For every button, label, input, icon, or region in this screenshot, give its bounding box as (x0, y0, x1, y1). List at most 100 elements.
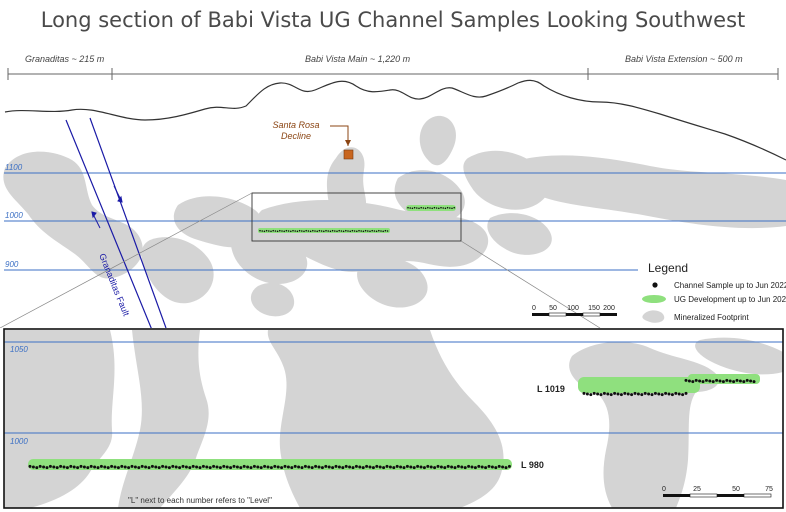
channel-sample-dot (745, 378, 749, 382)
channel-sample-dot (420, 206, 423, 209)
channel-sample-dot (708, 379, 712, 383)
channel-sample-dot (62, 465, 66, 469)
channel-sample-dot (235, 465, 239, 469)
channel-sample-dot (609, 393, 613, 397)
channel-sample-dot (259, 229, 261, 232)
channel-sample-dot (99, 464, 103, 468)
channel-sample-dot (342, 230, 345, 233)
channel-sample-dot (229, 466, 233, 470)
channel-sample-dot (409, 207, 412, 209)
channel-sample-dot (749, 379, 753, 383)
channel-sample-dot (120, 464, 124, 468)
scale-bar-lower: 0 25 50 75 (662, 486, 773, 498)
channel-sample-dot (380, 230, 382, 232)
channel-sample-dot (463, 466, 467, 470)
channel-sample-dot (470, 465, 474, 469)
channel-sample-dot (684, 378, 688, 382)
channel-sample-dot (364, 229, 367, 232)
channel-sample-dot (154, 465, 158, 469)
channel-sample-dot (276, 230, 279, 233)
level-1100-upper: 1100 (5, 163, 23, 172)
channel-sample-dot (732, 380, 736, 384)
channel-sample-dot (419, 465, 423, 469)
channel-sample-dot (443, 466, 447, 470)
channel-sample-dot (167, 466, 171, 470)
channel-sample-dot (446, 464, 450, 468)
granaditas-fault (65, 117, 167, 328)
channel-sample-dot (272, 229, 275, 232)
channel-samples-lower (28, 378, 756, 470)
channel-sample-dot (316, 230, 319, 233)
channel-sample-dot (331, 466, 335, 470)
channel-sample-dot (636, 392, 640, 396)
channel-sample-dot (453, 466, 457, 470)
channel-sample-dot (147, 466, 151, 470)
channel-sample-dot (113, 465, 117, 469)
channel-sample-dot (442, 207, 445, 209)
channel-sample-dot (473, 466, 477, 470)
channel-sample-dot (449, 207, 451, 209)
channel-sample-dot (195, 465, 199, 469)
channel-sample-dot (392, 466, 396, 470)
channel-sample-dot (619, 393, 623, 397)
channel-sample-dot (431, 207, 434, 210)
channel-sample-dot (585, 392, 589, 396)
channel-sample-dot (375, 464, 379, 468)
channel-sample-dot (305, 229, 308, 232)
channel-sample-dot (239, 466, 243, 470)
channel-sample-dot (721, 380, 725, 384)
channel-sample-dot (242, 464, 246, 468)
zone-extent-bar (7, 68, 779, 80)
channel-sample-dot (300, 466, 304, 470)
channel-sample-dot (424, 207, 427, 210)
channel-sample-dot (494, 466, 498, 470)
channel-sample-dot (334, 230, 336, 232)
channel-sample-dot (283, 230, 286, 233)
channel-sample-dot (263, 464, 267, 468)
channel-sample-dot (650, 393, 654, 397)
channel-sample-dot (369, 230, 371, 233)
level-label-l980: L 980 (521, 460, 544, 470)
mineralized-footprint-lower (4, 330, 783, 508)
channel-sample-dot (225, 465, 229, 469)
channel-sample-dot (72, 465, 76, 469)
channel-sample-dot (96, 466, 100, 470)
channel-sample-dot (667, 392, 671, 396)
channel-sample-dot (386, 230, 389, 232)
channel-sample-dot (360, 230, 363, 232)
channel-sample-dot (279, 229, 281, 232)
channel-sample-dot (320, 466, 324, 470)
channel-sample-dot (309, 230, 312, 233)
channel-sample-dot (490, 465, 494, 469)
channel-sample-dot (358, 465, 362, 469)
channel-sample-dot (402, 466, 406, 470)
channel-sample-dot (323, 230, 325, 233)
channel-sample-dot (742, 380, 746, 384)
channel-sample-dot (444, 207, 447, 210)
upper-section (0, 79, 786, 328)
scale-lower-50: 50 (732, 486, 740, 493)
channel-sample-dot (312, 229, 314, 232)
channel-sample-dot (416, 464, 420, 468)
channel-sample-dot (427, 206, 429, 209)
level-label-l1019: L 1019 (537, 384, 565, 394)
channel-sample-dot (411, 207, 414, 210)
legend-channel-sample-symbol (652, 282, 658, 288)
channel-sample-dot (249, 466, 253, 470)
channel-sample-dot (283, 464, 287, 468)
channel-sample-dot (290, 230, 292, 233)
channel-sample-dot (361, 466, 365, 470)
channel-sample-dot (218, 466, 222, 470)
channel-sample-dot (684, 391, 688, 395)
channel-sample-dot (349, 230, 352, 233)
channel-sample-dot (345, 229, 347, 232)
channel-sample-dot (137, 466, 141, 470)
channel-sample-dot (297, 465, 301, 469)
channel-sample-dot (422, 207, 425, 209)
channel-sample-dot (324, 464, 328, 468)
channel-sample-dot (735, 378, 739, 382)
channel-sample-dot (184, 465, 188, 469)
channel-sample-dot (698, 379, 702, 383)
channel-sample-dot (303, 464, 307, 468)
